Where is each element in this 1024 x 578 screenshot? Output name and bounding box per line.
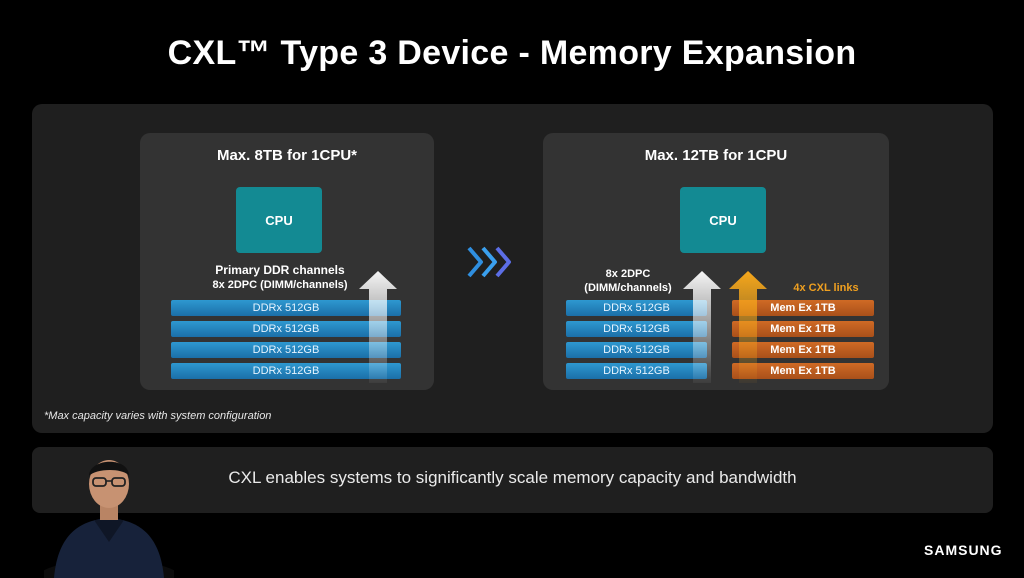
ddr-module: DDRx 512GB [171, 363, 401, 379]
baseline-config-panel: Max. 8TB for 1CPU* CPU Primary DDR chann… [140, 133, 434, 390]
cxl-links-label: 4x CXL links [793, 282, 859, 294]
cxl-memory-expander: Mem Ex 1TB [732, 342, 874, 358]
ddr-module: DDRx 512GB [171, 342, 401, 358]
summary-banner: CXL enables systems to significantly sca… [32, 447, 993, 513]
ddr-module: DDRx 512GB [566, 342, 707, 358]
channel-label-dpc: 8x 2DPC (DIMM/channels) [212, 279, 348, 291]
chevron-right-icon [467, 246, 511, 278]
ddr-module: DDRx 512GB [566, 363, 707, 379]
channel-label-dpc: 8x 2DPC [605, 268, 651, 280]
comparison-panel: Max. 8TB for 1CPU* CPU Primary DDR chann… [32, 104, 993, 433]
summary-text: CXL enables systems to significantly sca… [228, 468, 797, 487]
cxl-memory-expander: Mem Ex 1TB [732, 363, 874, 379]
ddr-module: DDRx 512GB [171, 300, 401, 316]
cxl-config-panel: Max. 12TB for 1CPU CPU 8x 2DPC (DIMM/cha… [543, 133, 889, 390]
cxl-memory-expander: Mem Ex 1TB [732, 321, 874, 337]
footnote: *Max capacity varies with system configu… [44, 410, 272, 422]
channel-label-primary: Primary DDR channels [215, 263, 345, 277]
presenter-video-icon [44, 460, 174, 578]
arrow-up-icon [683, 271, 721, 383]
channel-label-dimm: (DIMM/channels) [584, 282, 672, 294]
baseline-config-title: Max. 8TB for 1CPU* [216, 147, 358, 164]
arrow-up-icon [359, 271, 397, 383]
samsung-logo: SAMSUNG [924, 542, 1003, 558]
cpu-block: CPU [236, 187, 322, 253]
ddr-module: DDRx 512GB [566, 300, 707, 316]
cxl-memory-expander: Mem Ex 1TB [732, 300, 874, 316]
cxl-config-title: Max. 12TB for 1CPU [644, 147, 788, 164]
ddr-module: DDRx 512GB [171, 321, 401, 337]
arrow-up-icon [729, 271, 767, 383]
slide-title: CXL™ Type 3 Device - Memory Expansion [167, 34, 857, 72]
cpu-block: CPU [680, 187, 766, 253]
ddr-module: DDRx 512GB [566, 321, 707, 337]
